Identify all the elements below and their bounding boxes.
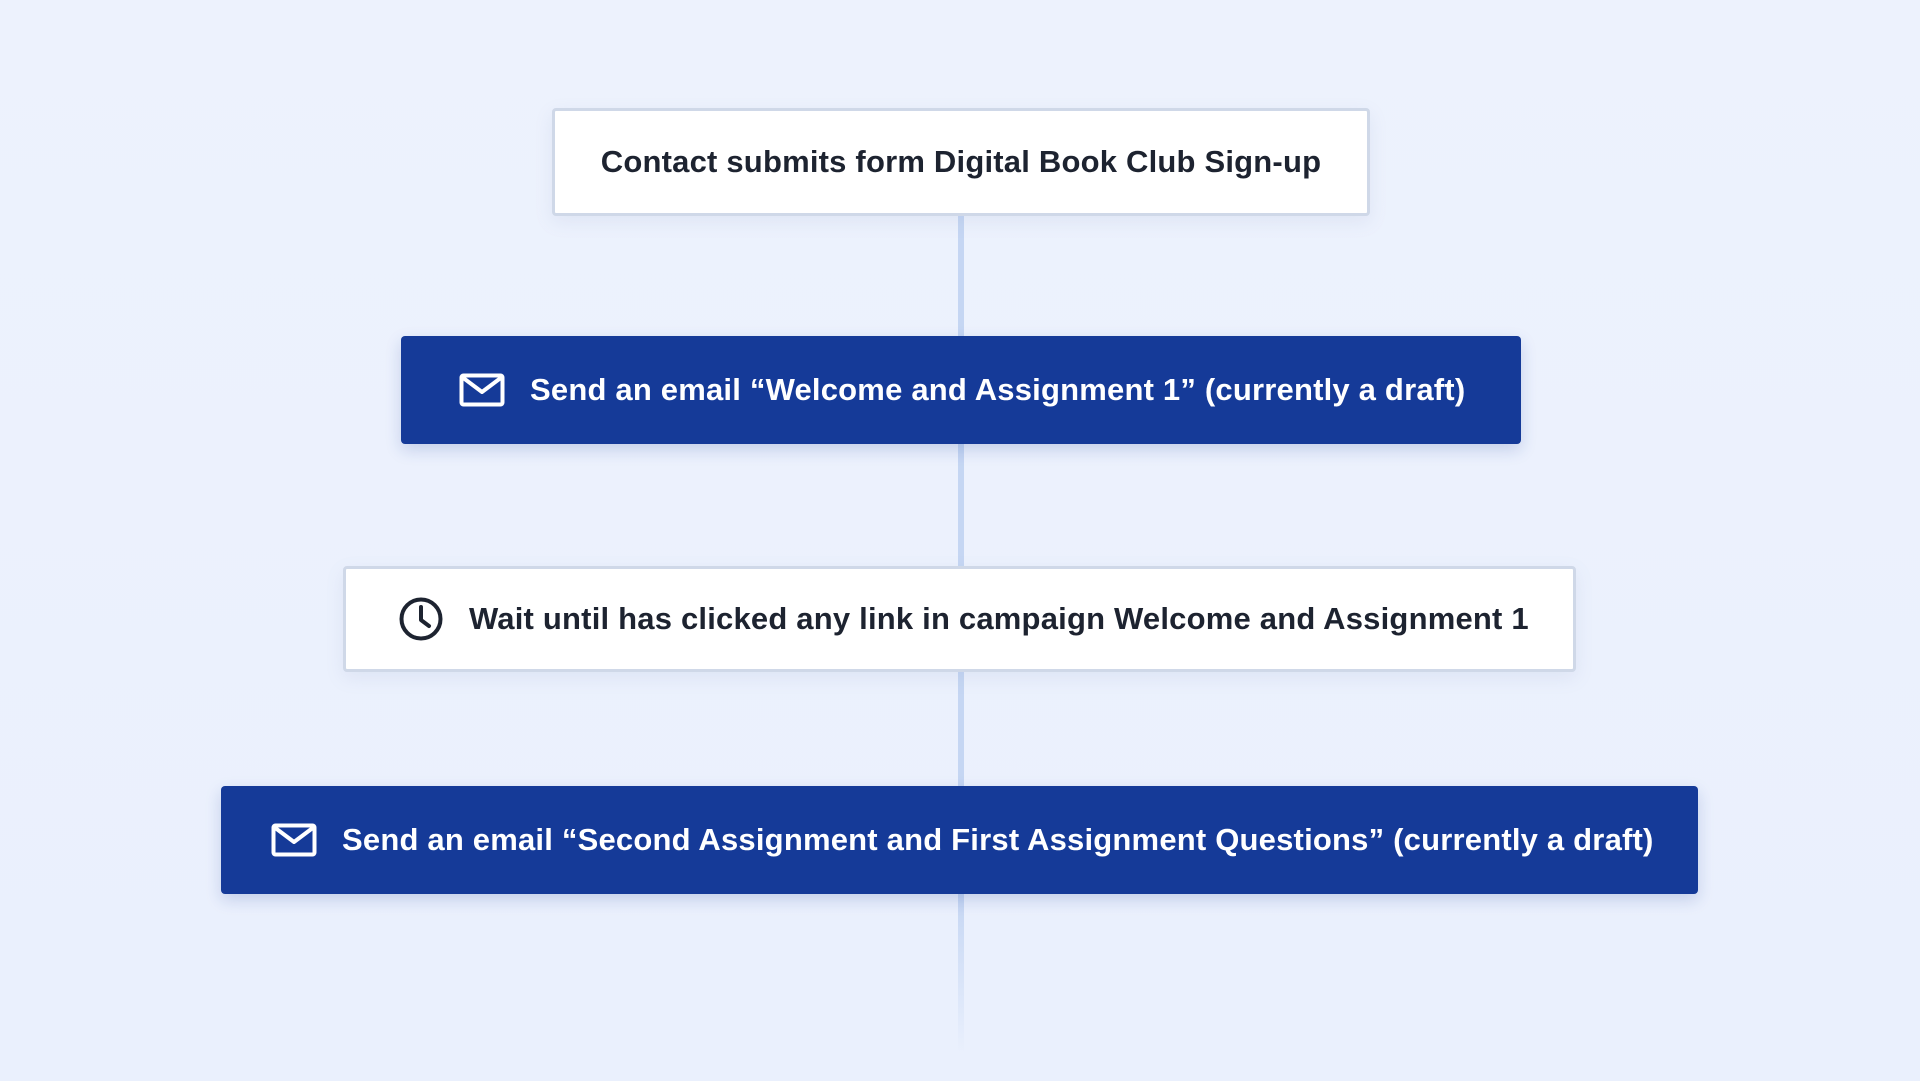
clock-icon [398, 596, 444, 642]
connector-line-end [958, 894, 964, 1054]
trigger-step[interactable]: Contact submits form Digital Book Club S… [552, 108, 1370, 216]
send-email-step-label: Send an email “Second Assignment and Fir… [342, 822, 1654, 857]
mail-icon [271, 823, 317, 857]
connector-line [958, 444, 964, 566]
send-email-step[interactable]: Send an email “Welcome and Assignment 1”… [401, 336, 1521, 444]
trigger-step-label: Contact submits form Digital Book Club S… [600, 144, 1322, 179]
connector-line [958, 672, 964, 786]
send-email-step[interactable]: Send an email “Second Assignment and Fir… [221, 786, 1698, 894]
wait-step-label: Wait until has clicked any link in campa… [469, 601, 1529, 636]
send-email-step-label: Send an email “Welcome and Assignment 1”… [530, 372, 1466, 407]
mail-icon [459, 373, 505, 407]
connector-line [958, 216, 964, 336]
wait-step[interactable]: Wait until has clicked any link in campa… [343, 566, 1576, 672]
